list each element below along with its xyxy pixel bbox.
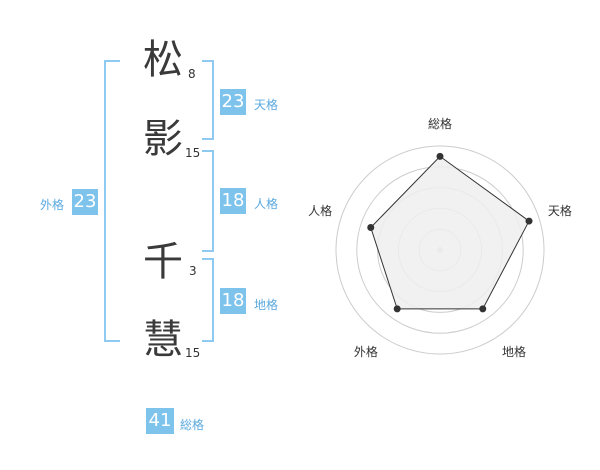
gaikaku-value: 23 bbox=[72, 189, 98, 215]
soukaku-value: 41 bbox=[146, 408, 174, 434]
name-char-2: 影 bbox=[143, 116, 183, 162]
radar-axis-label-2: 天格 bbox=[548, 203, 572, 218]
jinkaku-label: 人格 bbox=[254, 197, 279, 211]
jinkaku-value: 18 bbox=[220, 188, 246, 214]
chikaku-value: 18 bbox=[220, 288, 246, 314]
gaikaku-label: 外格 bbox=[40, 198, 65, 212]
radar-point-3 bbox=[479, 305, 487, 313]
radar-point-1 bbox=[436, 152, 444, 160]
tenkaku-label: 天格 bbox=[254, 98, 279, 112]
stroke-count-1: 8 bbox=[188, 67, 196, 81]
jinkaku-bracket bbox=[202, 150, 214, 252]
chikaku-label: 地格 bbox=[254, 298, 279, 312]
stroke-count-3: 3 bbox=[189, 264, 197, 278]
radar-axis-label-5: 人格 bbox=[308, 203, 332, 218]
tenkaku-value: 23 bbox=[220, 89, 246, 115]
name-char-1: 松 bbox=[143, 37, 183, 83]
name-char-4: 慧 bbox=[143, 317, 183, 363]
stroke-count-2: 15 bbox=[185, 146, 201, 160]
tenkaku-bracket bbox=[202, 60, 214, 140]
radar-grid-ring bbox=[335, 145, 545, 355]
radar-point-2 bbox=[525, 217, 533, 225]
gaikaku-bracket bbox=[104, 60, 120, 342]
stroke-count-4: 15 bbox=[185, 346, 201, 360]
soukaku-label: 総格 bbox=[180, 418, 205, 432]
radar-point-5 bbox=[367, 224, 375, 232]
radar-axis-label-4: 外格 bbox=[354, 344, 378, 359]
radar-axis-label-1: 総格 bbox=[428, 116, 452, 131]
radar-series-polygon bbox=[370, 155, 530, 310]
chikaku-bracket bbox=[202, 258, 214, 342]
name-char-3: 千 bbox=[143, 239, 183, 285]
radar-axis-label-3: 地格 bbox=[502, 344, 526, 359]
radar-point-4 bbox=[393, 305, 401, 313]
